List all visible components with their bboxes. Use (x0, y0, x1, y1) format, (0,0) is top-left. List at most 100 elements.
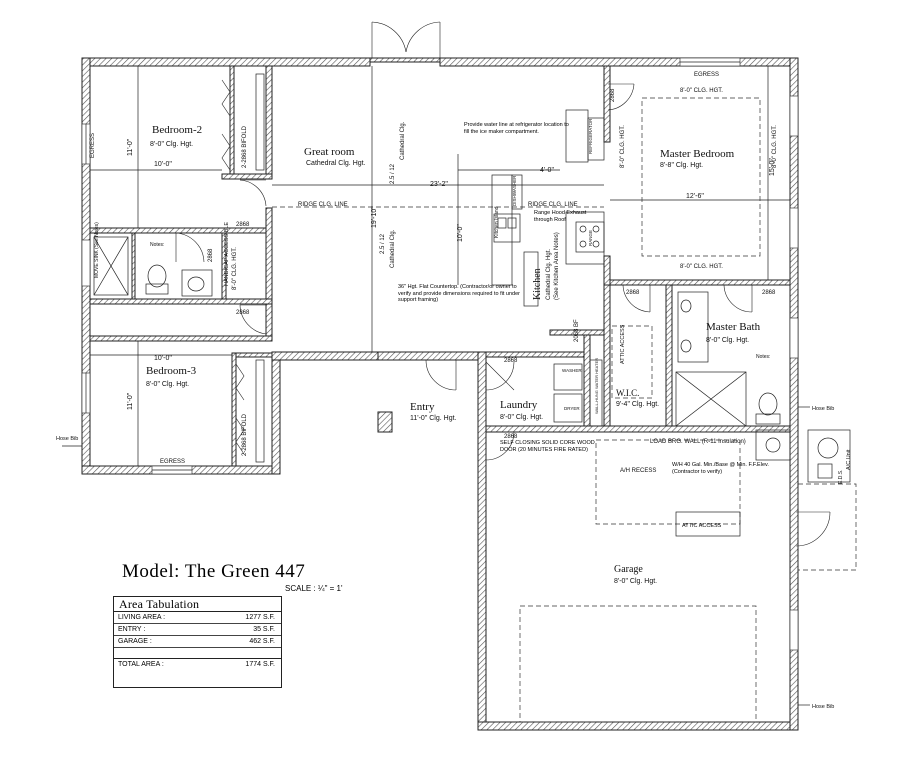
master-clg-hgt-bottom: 8'-0" CLG. HGT. (680, 264, 723, 270)
eds-label: E.D.S. (838, 470, 844, 484)
egress-label-bedroom2: EGRESS (90, 133, 96, 158)
door-label-2068bf: 2068 BF (574, 319, 580, 342)
range-label: RANGE (588, 230, 593, 246)
bedroom2-width: 10'-0" (154, 161, 172, 168)
table-row: ENTRY : 35 S.F. (114, 624, 281, 636)
egress-label-bedroom3: EGRESS (160, 459, 185, 465)
great-room-name: Great room (304, 146, 355, 158)
kitchen-fixtures (491, 109, 605, 307)
wic-height: 9'-4" Clg. Hgt. (616, 401, 659, 408)
door-label-4: 2868 (610, 88, 616, 102)
door-label-1: 2868 (236, 222, 250, 228)
egress-label-master: EGRESS (694, 72, 719, 78)
cathedral-label-2: Cathedral Clg. (390, 229, 396, 268)
master-bedroom-name: Master Bedroom (660, 148, 735, 160)
model-label: Model: (122, 561, 180, 582)
dishwasher-label: DISHWASHER (512, 175, 517, 206)
door-label-6: 2868 (762, 290, 776, 296)
row-value: 1277 S.F. (245, 614, 275, 621)
cathedral-label-1: Cathedral Clg. (400, 121, 406, 160)
french-doors (371, 21, 441, 59)
great-room-width: 23'-2" (430, 181, 448, 188)
notes-label-hall: Notes: (150, 242, 164, 248)
washer-label: WASHER (562, 368, 582, 373)
bedroom2-height: 8'-0" Clg. Hgt. (150, 141, 193, 148)
laundry-height: 8'-0" Clg. Hgt. (500, 414, 543, 421)
wall-heater-label: WALL-HUNG WATER HEATER (594, 358, 599, 414)
ac-unit-label: A/C Unit (846, 449, 852, 470)
bedroom2-name: Bedroom-2 (152, 124, 202, 136)
door-label-2: 2868 (236, 310, 250, 316)
refrigerator-note: Provide water line at refrigerator locat… (464, 122, 569, 135)
bedroom3-name: Bedroom-3 (146, 365, 197, 377)
door-label-5: 2868 (626, 290, 640, 296)
entry-name: Entry (410, 401, 435, 413)
dimension-lines (90, 66, 790, 723)
master-bath-name: Master Bath (706, 321, 761, 333)
laundry-fixtures (553, 359, 603, 427)
bedroom3-width: 10'-0" (154, 355, 172, 362)
laundry-name: Laundry (500, 399, 538, 411)
bath-fixtures (93, 236, 791, 461)
bifold-label-bedroom3: 2-2868 BIFOLD (242, 413, 248, 456)
model-title: Model: The Green 447 (122, 561, 305, 583)
master-clg-hgt-top: 8'-0" CLG. HGT. (680, 88, 723, 94)
bifold-doors (221, 73, 265, 463)
door-label-7: 2868 (504, 358, 518, 364)
kitchen-width: 4'-0" (540, 167, 554, 174)
kitchen-height: Cathedral Clg. Hgt. (546, 249, 552, 300)
countertop-note: 36" Hgt. Flat Countertop. (Contractor/or… (398, 284, 520, 303)
master-bath-height: 8'-0" Clg. Hgt. (706, 337, 749, 344)
ridge-line-label-2: RIDGE CLG. LINE (528, 202, 578, 208)
kitchen-note: (See Kitchen Area Notes) (554, 232, 560, 300)
table-spacer (114, 648, 281, 659)
attic-access-label-wic: ATTIC ACCESS (620, 324, 626, 364)
bedroom3-depth: 11'-0" (127, 392, 134, 410)
room-labels: Bedroom-2 8'-0" Clg. Hgt. 10'-0" 11'-0" … (127, 124, 776, 585)
table-row: LIVING AREA : 1277 S.F. (114, 612, 281, 624)
ridge-line-label-1: RIDGE CLG. LINE (298, 202, 348, 208)
attic-access-label-garage: ATTIC ACCESS (682, 523, 722, 529)
bifold-label-bedroom2: 2-2868 BIFOLD (242, 125, 248, 168)
slope-label-2: 2.5 / 12 (380, 233, 386, 254)
ac-unit (797, 429, 857, 571)
wic-name: W.I.C. (616, 388, 639, 398)
hall-bath-height: 8'-0" CLG. HGT. (232, 247, 238, 290)
kitchen-island-label: Kitchen Island (494, 206, 500, 238)
great-room-depth: 19'-10" (371, 206, 378, 228)
table-row: GARAGE : 462 S.F. (114, 636, 281, 648)
self-closing-note: SELF CLOSING SOLID CORE WOOD DOOR (20 MI… (500, 440, 595, 453)
kitchen-name: Kitchen (532, 268, 543, 300)
total-value: 1774 S.F. (245, 661, 275, 668)
great-room-height: Cathedral Clg. Hgt. (306, 160, 366, 167)
refrigerator-label: REFRIGERATOR (588, 118, 593, 154)
kitchen-depth: 10'-0" (457, 224, 464, 242)
master-bedroom-depth: 15'-0" (769, 158, 776, 176)
hose-bib-right-top: Hose Bib (812, 406, 834, 412)
water-heater-note: W/H 40 Gal. Min./Base @ Min. F.F.Elev. (… (672, 462, 769, 475)
garage-height: 8'-0" Clg. Hgt. (614, 578, 657, 585)
master-clg-hgt-right: 8'-0" CLG. HGT. (772, 125, 778, 168)
door-label-3: 2868 (208, 248, 214, 262)
row-value: 462 S.F. (249, 638, 275, 645)
row-label: LIVING AREA : (118, 614, 166, 621)
garage-name: Garage (614, 564, 643, 575)
master-bedroom-height: 8'-8" Clg. Hgt. (660, 162, 703, 169)
range-hood-note: Range Hood Exhaust through Roof (534, 210, 586, 223)
dryer-label: DRYER (564, 406, 580, 411)
hose-bib-right-bottom: Hose Bib (812, 704, 834, 710)
interior-doors (175, 83, 831, 547)
annotations: EGRESS EGRESS EGRESS 2-2868 BIFOLD 2-286… (56, 72, 852, 710)
row-value: 35 S.F. (253, 626, 275, 633)
hose-bib-left: Hose Bib (56, 436, 78, 442)
windows (81, 57, 799, 651)
total-row: TOTAL AREA : 1774 S.F. (114, 659, 281, 670)
entry-height: 11'-0" Clg. Hgt. (410, 415, 457, 422)
master-clg-hgt-left: 8'-0" CLG. HGT. (620, 125, 626, 168)
model-name: The Green 447 (184, 561, 306, 582)
slope-label-1: 2.5 / 12 (390, 163, 396, 184)
ah-recess-label: A/H RECESS (620, 468, 656, 474)
area-tabulation-table: Area Tabulation LIVING AREA : 1277 S.F. … (113, 596, 282, 688)
scale-label: SCALE : ¼" = 1' (285, 584, 343, 593)
